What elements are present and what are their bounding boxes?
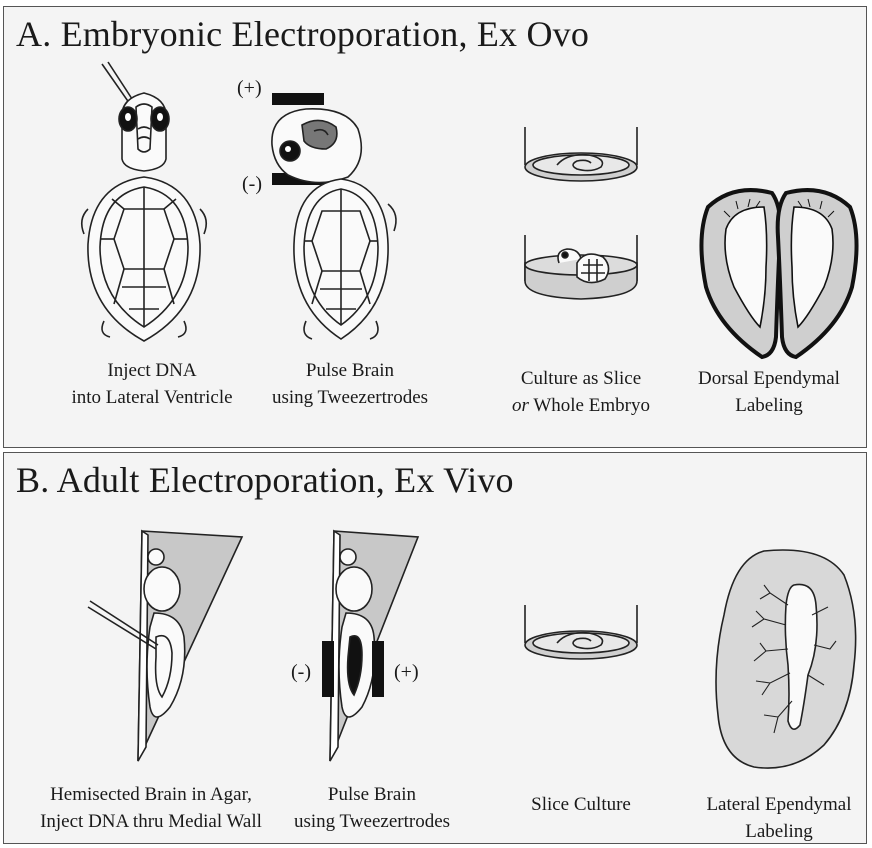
polarity-negative-b: (-) <box>291 661 311 684</box>
hemisected-brain-inject-illustration <box>84 527 254 767</box>
caption-b3-line1: Slice Culture <box>471 791 691 818</box>
caption-b4-line1: Lateral Ependymal <box>669 791 872 818</box>
caption-a1-line1: Inject DNA <box>42 357 262 384</box>
caption-b3: Slice Culture <box>471 791 691 818</box>
caption-a2-line2: using Tweezertrodes <box>240 384 460 411</box>
hemisected-brain-pulse-illustration <box>314 527 424 767</box>
panel-b: B. Adult Electroporation, Ex Vivo Hemise… <box>3 452 867 844</box>
caption-a3-line2: Whole Embryo <box>529 395 650 416</box>
caption-b1: Hemisected Brain in Agar, Inject DNA thr… <box>26 781 276 835</box>
dorsal-ependymal-labeling-illustration <box>694 177 864 367</box>
caption-a3-or: or <box>512 395 529 416</box>
caption-b4-line2: Labeling <box>669 818 872 845</box>
caption-a4-line2: Labeling <box>659 392 872 419</box>
caption-a4: Dorsal Ependymal Labeling <box>659 365 872 419</box>
slice-culture-dish-icon-b <box>519 603 643 669</box>
caption-a1-line2: into Lateral Ventricle <box>42 384 262 411</box>
polarity-positive-a: (+) <box>237 77 262 100</box>
caption-b2-line1: Pulse Brain <box>262 781 482 808</box>
panel-a-title: A. Embryonic Electroporation, Ex Ovo <box>16 13 589 55</box>
caption-a2: Pulse Brain using Tweezertrodes <box>240 357 460 411</box>
caption-a3-line1: Culture as Slice <box>471 365 691 392</box>
caption-b4: Lateral Ependymal Labeling <box>669 791 872 845</box>
whole-embryo-dish-icon <box>519 233 643 313</box>
caption-a4-line1: Dorsal Ependymal <box>659 365 872 392</box>
turtle-inject-illustration <box>74 59 224 349</box>
caption-a2-line1: Pulse Brain <box>240 357 460 384</box>
caption-b1-line1: Hemisected Brain in Agar, <box>26 781 276 808</box>
caption-a3-line2-wrap: or Whole Embryo <box>471 392 691 419</box>
panel-a: A. Embryonic Electroporation, Ex Ovo <box>3 6 867 448</box>
caption-a1: Inject DNA into Lateral Ventricle <box>42 357 262 411</box>
caption-a3: Culture as Slice or Whole Embryo <box>471 365 691 419</box>
lateral-ependymal-labeling-illustration <box>704 545 864 777</box>
polarity-negative-a: (-) <box>242 173 262 196</box>
slice-culture-dish-icon <box>519 125 643 191</box>
turtle-pulse-illustration <box>266 89 416 351</box>
caption-b2: Pulse Brain using Tweezertrodes <box>262 781 482 835</box>
caption-b2-line2: using Tweezertrodes <box>262 808 482 835</box>
panel-b-title: B. Adult Electroporation, Ex Vivo <box>16 459 514 501</box>
caption-b1-line2: Inject DNA thru Medial Wall <box>26 808 276 835</box>
